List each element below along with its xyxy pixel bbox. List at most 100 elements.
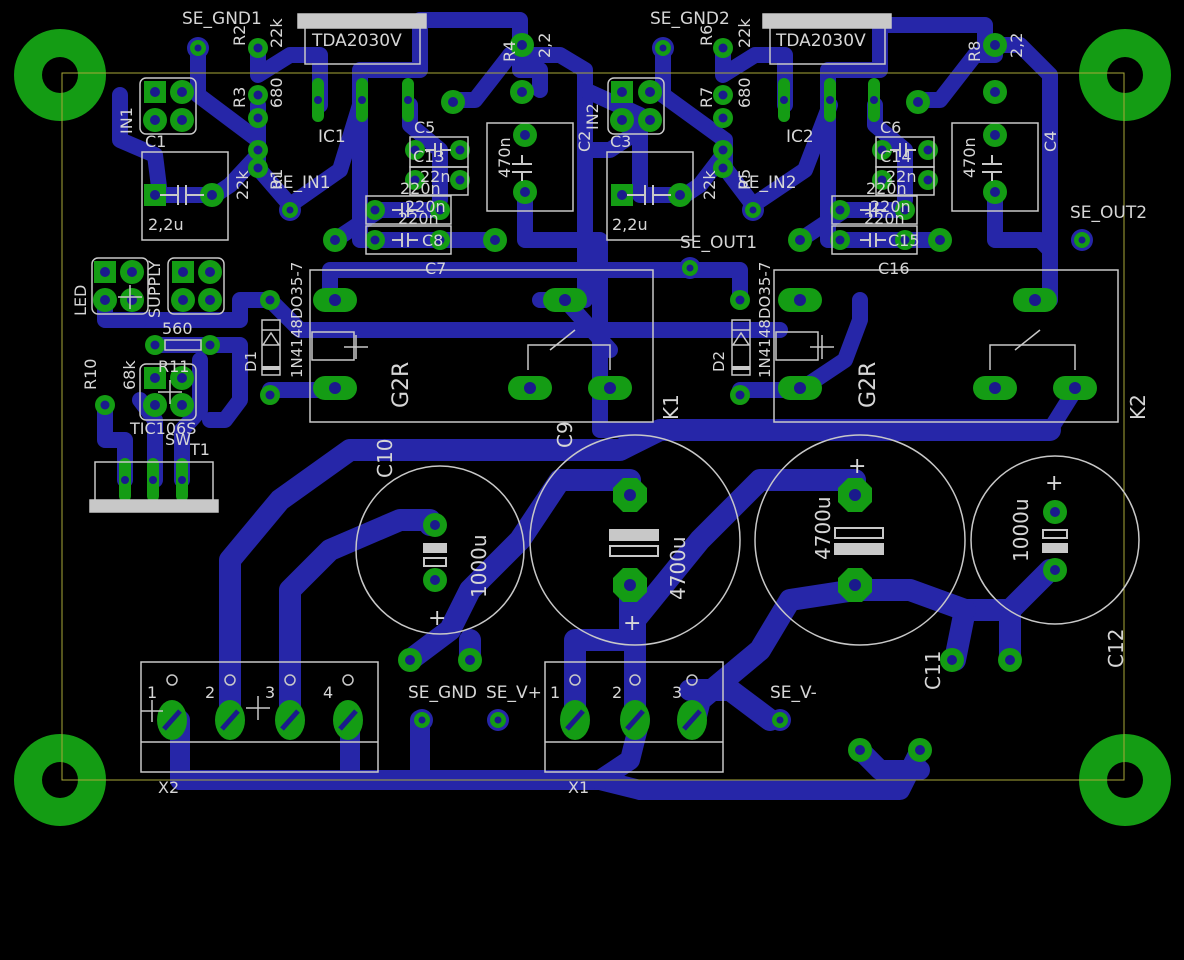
label-r1: R1	[267, 169, 286, 190]
label-c11: C11	[921, 651, 945, 690]
mounting-hole-bl	[14, 734, 106, 826]
label-c5-val: 22n	[420, 167, 451, 186]
label-in1: IN1	[117, 107, 136, 134]
label-c8-val: 220n	[398, 209, 439, 228]
label-x1-pin1: 1	[550, 683, 560, 702]
label-c11-val: 4700u	[811, 496, 835, 560]
label-plus-c12: +	[1045, 471, 1063, 496]
label-ic1-name: IC1	[318, 127, 346, 147]
label-c16: C16	[878, 259, 910, 278]
capacitor-symbols	[160, 143, 1068, 567]
pads	[14, 29, 1171, 826]
label-se-in1: SE_IN1	[272, 173, 331, 193]
label-c16-val: 220n	[870, 197, 911, 216]
label-plus-c9: +	[623, 611, 641, 636]
label-c9-val: 4700u	[666, 536, 690, 600]
label-r8: R8	[965, 41, 984, 62]
label-t1-val: TIC106S	[129, 419, 196, 438]
label-se-in2: SE_IN2	[738, 173, 797, 193]
label-c12-val: 1000u	[1009, 498, 1033, 562]
label-se-out1: SE_OUT1	[680, 233, 757, 253]
label-c6: C6	[880, 118, 901, 137]
label-c7-val: 220n	[405, 197, 446, 216]
label-r4-val: 2,2	[535, 33, 554, 58]
label-led: LED	[71, 285, 90, 316]
label-r6: R6	[697, 25, 716, 46]
label-sw: SW	[165, 430, 191, 449]
label-c3-val: 2,2u	[612, 215, 648, 234]
label-r3-val: 680	[267, 77, 286, 108]
label-ic2-name: IC2	[786, 127, 814, 147]
label-x2-pin3: 3	[265, 683, 275, 702]
label-r5: R5	[735, 169, 754, 190]
label-se-gnd2: SE_GND2	[650, 9, 730, 29]
label-d2-val: 1N4148DO35-7	[756, 262, 774, 378]
label-plus-c11: +	[848, 454, 866, 479]
label-c10-val: 1000u	[467, 534, 491, 598]
label-c8: C8	[422, 231, 443, 250]
label-x1-pin3: 3	[672, 683, 682, 702]
board-outline	[61, 72, 1125, 781]
label-supply: SUPPLY	[145, 260, 164, 318]
label-r4: R4	[500, 41, 519, 62]
label-r5-val: 22k	[700, 170, 719, 200]
label-c15: C15	[888, 231, 920, 250]
label-c3: C3	[610, 132, 631, 151]
label-x2-pin1: 1	[147, 683, 157, 702]
label-ic2-value: TDA2030V	[775, 31, 866, 51]
label-r10-val: 68k	[120, 360, 139, 390]
label-relay1: G2R	[389, 362, 414, 408]
label-c5: C5	[414, 118, 435, 137]
label-r1-val: 22k	[233, 170, 252, 200]
label-r2-val: 22k	[267, 18, 286, 48]
label-c14: C14	[880, 147, 912, 166]
mounting-hole-br	[1079, 734, 1171, 826]
label-se-vm: SE_V-	[770, 683, 817, 703]
label-c1-val: 2,2u	[148, 215, 184, 234]
label-ic1-value: TDA2030V	[311, 31, 402, 51]
label-relay2: G2R	[856, 362, 881, 408]
label-r7: R7	[697, 87, 716, 108]
label-r11-val: 560	[162, 319, 193, 338]
labels: SE_GND 1 SE_GND2 SE_IN1 SE_IN2 SE_OUT1 SE…	[71, 9, 1150, 797]
label-c7: C7	[425, 259, 446, 278]
label-c6-val: 22n	[886, 167, 917, 186]
label-se-out2: SE_OUT2	[1070, 203, 1147, 223]
label-c13-val: 220n	[400, 179, 441, 198]
label-c2-val: 470n	[495, 137, 514, 178]
label-c9: C9	[553, 421, 577, 448]
label-d1: D1	[242, 351, 260, 372]
label-x2: X2	[158, 778, 179, 797]
mounting-hole-tl	[14, 29, 106, 121]
label-t1: T1	[189, 440, 210, 459]
label-c15-val: 220n	[864, 209, 905, 228]
label-c13: C13	[413, 147, 445, 166]
label-in2: IN2	[583, 103, 602, 130]
label-r6-val: 22k	[735, 18, 754, 48]
label-r7-val: 680	[735, 77, 754, 108]
label-x2-pin2: 2	[205, 683, 215, 702]
label-c10: C10	[373, 439, 397, 478]
label-x1-pin2: 2	[612, 683, 622, 702]
label-c4-val: 470n	[960, 137, 979, 178]
label-r2: R2	[230, 25, 249, 46]
label-d2: D2	[710, 351, 728, 372]
label-c1: C1	[145, 132, 166, 151]
label-x1: X1	[568, 778, 589, 797]
label-se-gnd: SE_GND	[408, 683, 477, 703]
label-r3: R3	[230, 87, 249, 108]
label-k1: K1	[659, 394, 683, 420]
label-c2: C2	[575, 131, 594, 152]
silkscreen	[61, 13, 1140, 781]
label-k2: K2	[1126, 394, 1150, 420]
label-r11: R11	[158, 357, 189, 376]
label-c14-val: 220n	[866, 179, 907, 198]
label-r10: R10	[81, 359, 100, 390]
label-plus-c10: +	[428, 606, 446, 631]
label-r8-val: 2,2	[1007, 33, 1026, 58]
label-c12: C12	[1104, 629, 1128, 668]
label-d1-val: 1N4148DO35-7	[288, 262, 306, 378]
label-x2-pin4: 4	[323, 683, 333, 702]
label-c4: C4	[1041, 131, 1060, 152]
